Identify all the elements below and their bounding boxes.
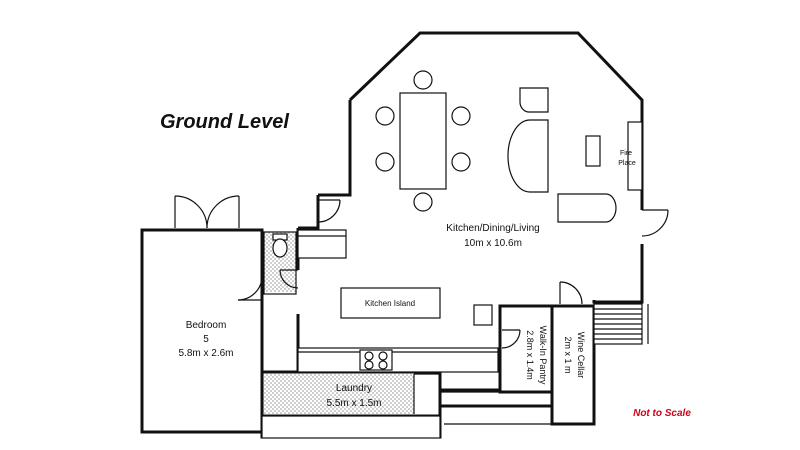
ensuite-walls xyxy=(263,231,297,295)
sofa-curved xyxy=(507,119,549,193)
bedroom-top-wall xyxy=(142,228,264,244)
cellar-size: 2m x 1 m xyxy=(563,336,573,373)
pantry-door xyxy=(501,329,521,349)
laundry-floor xyxy=(262,374,414,414)
bedroom-name: Bedroom xyxy=(186,320,227,331)
island-label: Kitchen Island xyxy=(365,299,415,308)
cooktop-icon xyxy=(359,349,393,371)
coffee-table xyxy=(585,135,601,167)
toilet-icon xyxy=(272,233,288,258)
cellar-name: Wine Cellar xyxy=(576,332,586,379)
fireplace-label-1: Fire xyxy=(620,150,632,157)
pantry-name: Walk-In Pantry xyxy=(538,326,548,385)
pantry-corridor-walls xyxy=(440,391,553,425)
small-cabinet xyxy=(473,304,493,326)
ensuite-door xyxy=(279,269,299,289)
pantry-size: 2.8m x 1.4m xyxy=(525,330,535,380)
dining-table xyxy=(375,70,471,212)
outer-walls xyxy=(296,31,644,348)
exterior-steps xyxy=(593,303,649,345)
bedroom-door xyxy=(237,275,263,301)
bottom-bench xyxy=(261,415,441,439)
bedroom-double-door xyxy=(174,195,240,229)
bench-top-left xyxy=(297,229,347,259)
scale-note: Not to Scale xyxy=(633,408,691,419)
armchair xyxy=(519,87,549,113)
pantry-corridor xyxy=(438,388,553,414)
kitchen-left-door xyxy=(317,199,341,223)
bedroom-size: 5.8m x 2.6m xyxy=(178,348,233,359)
kitchen-size: 10m x 10.6m xyxy=(464,238,522,249)
laundry-name: Laundry xyxy=(336,383,372,394)
fireplace-label-2: Place xyxy=(618,160,636,167)
bedroom-number: 5 xyxy=(203,334,209,345)
title: Ground Level xyxy=(160,111,289,133)
laundry-size: 5.5m x 1.5m xyxy=(326,398,381,409)
ottoman xyxy=(557,193,617,223)
cellar-door xyxy=(559,281,583,305)
fireplace xyxy=(627,121,643,191)
kitchen-island xyxy=(340,287,441,319)
bedroom-walls xyxy=(140,228,264,434)
kitchen-side-door xyxy=(641,209,669,237)
kitchen-name: Kitchen/Dining/Living xyxy=(446,223,539,234)
